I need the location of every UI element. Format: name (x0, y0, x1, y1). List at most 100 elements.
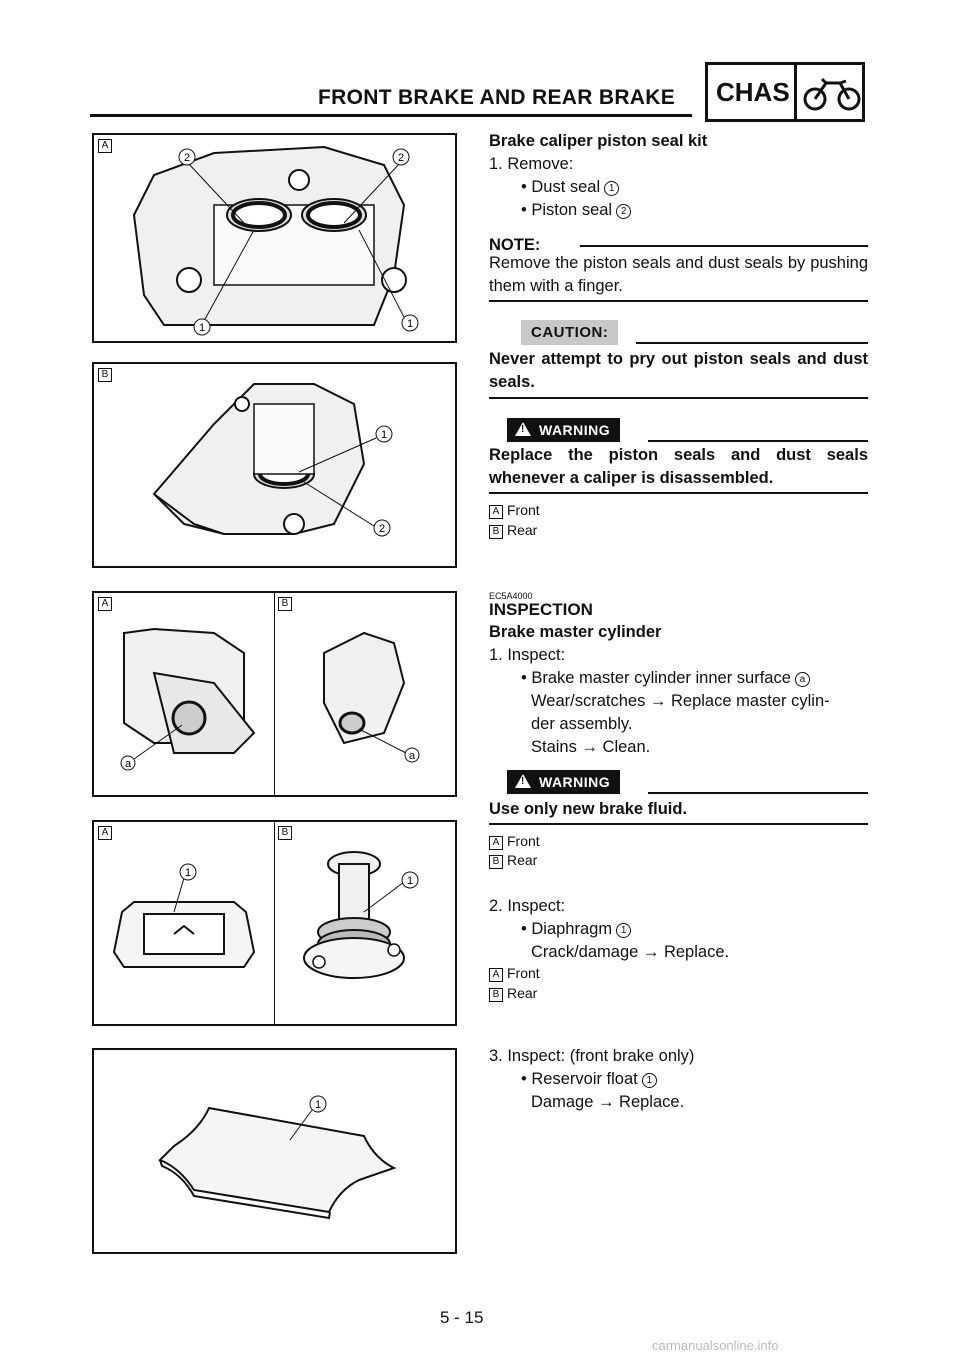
legend-rear: B Rear (489, 520, 537, 540)
figure-rear-caliper: B 1 2 (92, 362, 457, 568)
warning-label: WARNING (539, 774, 611, 790)
inspection-item-1-detail-1: Wear/scratches → Replace master cylin- (531, 692, 830, 710)
legend-key: A (489, 836, 503, 850)
legend-key: A (489, 968, 503, 982)
section-code-ref: EC5A4000 (489, 591, 533, 601)
caution-text: Never attempt to pry out piston seals an… (489, 350, 868, 391)
legend-text: Rear (507, 522, 538, 538)
figure-front-caliper: A 2 2 1 1 (92, 133, 457, 343)
callout-1: 1 (407, 318, 413, 330)
callout-1: 1 (185, 867, 191, 879)
legend-text: Front (507, 965, 540, 981)
legend-text: Rear (507, 852, 538, 868)
warning-icon (515, 422, 531, 436)
page-number: 5 - 15 (440, 1308, 484, 1327)
callout-1: 1 (407, 875, 413, 887)
callout-2: 2 (379, 523, 385, 535)
page-title: FRONT BRAKE AND REAR BRAKE (318, 86, 676, 109)
callout-1: 1 (381, 429, 387, 441)
caution-rule (636, 342, 868, 344)
callout-a: a (409, 750, 416, 762)
ref-number: 1 (641, 1073, 657, 1088)
legend-front: A Front (489, 831, 540, 851)
note-end-rule (489, 300, 868, 302)
warning-rule (648, 792, 868, 794)
inspection-step-2: 2. Inspect: (489, 897, 566, 915)
warning-text: Use only new brake fluid. (489, 800, 688, 818)
inspection-subheading: Brake master cylinder (489, 623, 662, 641)
figure-label: A (98, 139, 112, 153)
figure-diaphragm: A B 1 1 (92, 820, 457, 1026)
inspection-item-3-detail: Damage → Replace. (531, 1093, 685, 1111)
section-divider (794, 65, 797, 119)
section-badge: CHAS (705, 62, 865, 122)
seal-kit-step-1: 1. Remove: (489, 155, 574, 173)
callout-a: a (125, 758, 132, 770)
figure-divider (274, 593, 275, 795)
figure-label: B (98, 368, 112, 382)
warning-text: Replace the piston seals and dust seals … (489, 446, 868, 487)
inspection-step-1: 1. Inspect: (489, 646, 566, 664)
legend-front: A Front (489, 963, 540, 983)
callout-1: 1 (199, 322, 205, 334)
figure-label-a: A (98, 597, 112, 611)
legend-text: Front (507, 502, 540, 518)
legend-text: Front (507, 833, 540, 849)
callout-2: 2 (398, 152, 404, 164)
ref-number: 1 (604, 181, 620, 196)
warning-end-rule (489, 823, 868, 825)
header-rule (90, 114, 692, 117)
caliper-illustration: 2 2 1 1 (132, 145, 419, 336)
section-code: CHAS (716, 77, 790, 107)
ref-number: 2 (616, 204, 632, 219)
legend-front: A Front (489, 500, 540, 520)
legend-text: Rear (507, 985, 538, 1001)
master-cylinder-illustration: a a (120, 627, 420, 771)
inspection-item-1-detail-3: Stains → Clean. (531, 738, 651, 756)
caution-end-rule (489, 397, 868, 399)
item-text: Diaphragm (531, 920, 613, 938)
caution-badge: CAUTION: (521, 320, 619, 345)
warning-rule (648, 440, 868, 442)
inspection-item-1-detail-2: der assembly. (531, 715, 633, 733)
watermark: carmanualsonline.info (652, 1338, 779, 1353)
diaphragm-illustration: 1 1 (112, 851, 419, 979)
legend-key: B (489, 855, 503, 869)
figure-label-b: B (278, 597, 292, 611)
inspection-heading: INSPECTION (489, 600, 593, 619)
legend-key: B (489, 525, 503, 539)
callout-1: 1 (315, 1099, 321, 1111)
motorcycle-icon (803, 77, 861, 111)
ref-number: 1 (616, 923, 632, 938)
warning-badge: WARNING (507, 418, 621, 442)
figure-label-b: B (278, 826, 292, 840)
ref-letter: a (794, 672, 810, 687)
warning-icon (515, 774, 531, 788)
figure-label-a: A (98, 826, 112, 840)
inspection-step-3: 3. Inspect: (front brake only) (489, 1047, 695, 1065)
legend-key: B (489, 988, 503, 1002)
legend-rear: B Rear (489, 850, 537, 870)
note-label: NOTE: (489, 236, 541, 254)
legend-rear: B Rear (489, 983, 537, 1003)
note-rule (580, 245, 868, 247)
warning-end-rule (489, 492, 868, 494)
item-text: Dust seal (531, 178, 601, 196)
figure-reservoir-float: 1 (92, 1048, 457, 1254)
figure-master-cylinder: A B a a (92, 591, 457, 797)
inspection-item-2-detail: Crack/damage → Replace. (531, 943, 730, 961)
item-text: Piston seal (531, 201, 613, 219)
item-text: Reservoir float (531, 1070, 638, 1088)
item-text: Brake master cylinder inner surface (531, 669, 791, 687)
figure-divider (274, 822, 275, 1024)
seal-kit-heading: Brake caliper piston seal kit (489, 132, 708, 150)
warning-label: WARNING (539, 422, 611, 438)
callout-2: 2 (184, 152, 190, 164)
warning-badge: WARNING (507, 770, 621, 794)
legend-key: A (489, 505, 503, 519)
